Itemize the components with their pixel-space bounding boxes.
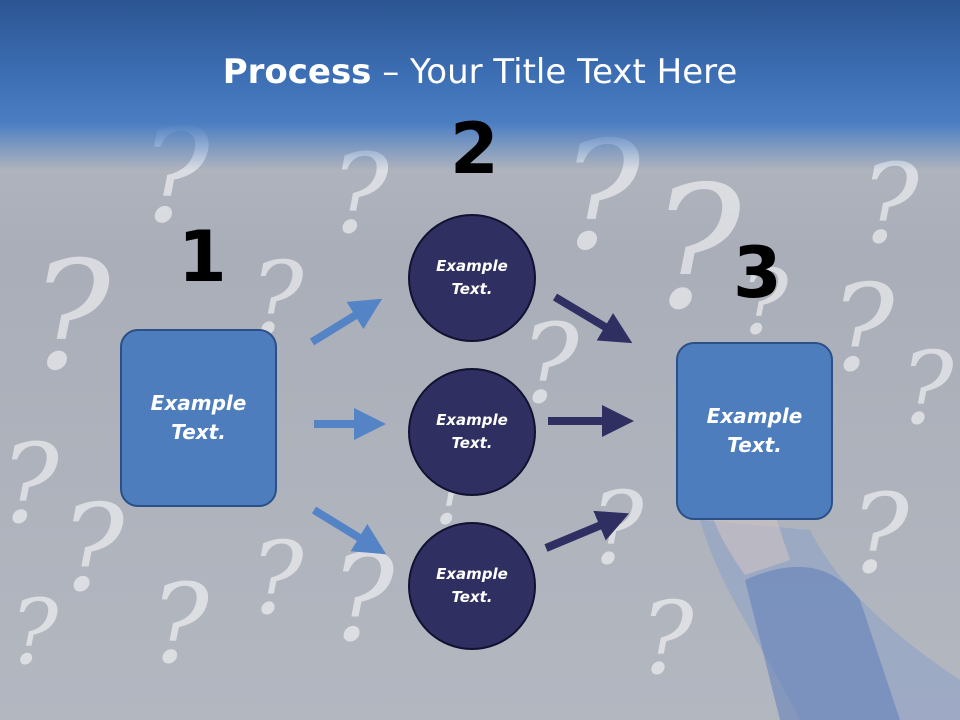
step-3-number: 3 xyxy=(733,232,782,314)
arrow-to-top xyxy=(309,298,383,346)
arrow-from-top xyxy=(552,293,633,344)
circle-text: Example Text. xyxy=(436,411,508,452)
title-bold: Process xyxy=(222,52,372,92)
step-3-box: Example Text. xyxy=(676,342,833,520)
step-3-text: Example Text. xyxy=(706,404,803,457)
circle-text: Example Text. xyxy=(436,565,508,606)
step-2-circle-bottom: Example Text. xyxy=(408,522,536,650)
circle-text: Example Text. xyxy=(436,257,508,298)
step-2-circle-middle: Example Text. xyxy=(408,368,536,496)
step-2-circle-top: Example Text. xyxy=(408,214,536,342)
step-1-box: Example Text. xyxy=(120,329,277,507)
arrow-from-bottom xyxy=(544,510,630,552)
step-1-text: Example Text. xyxy=(150,391,247,444)
arrow-to-bottom xyxy=(311,506,387,555)
step-1-number: 1 xyxy=(178,216,227,298)
slide-title: Process – Your Title Text Here xyxy=(0,52,960,92)
step-2-number: 2 xyxy=(450,108,499,190)
header-band xyxy=(0,0,960,170)
title-rest: – Your Title Text Here xyxy=(371,52,738,92)
